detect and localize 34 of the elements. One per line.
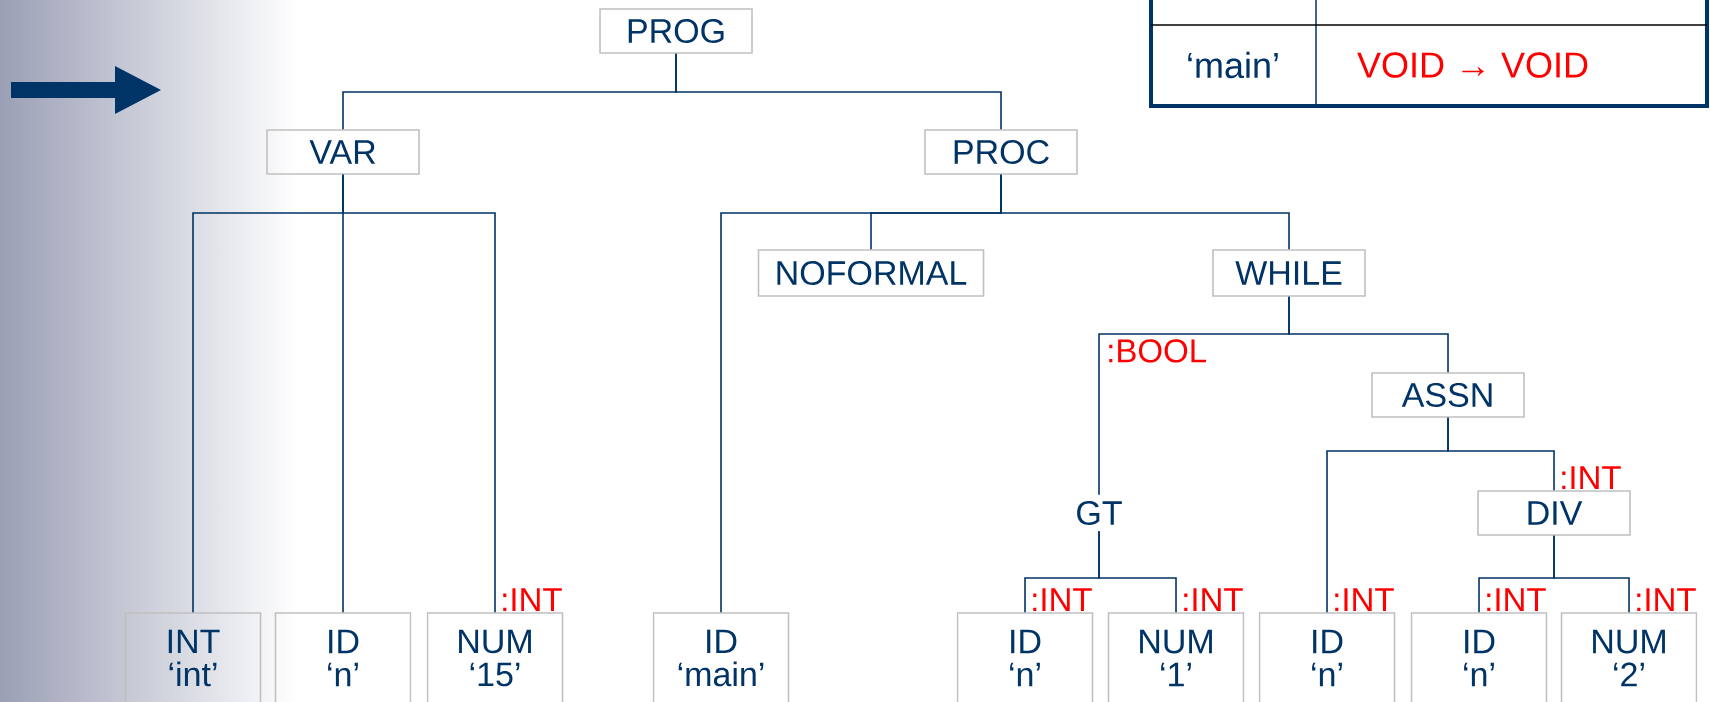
tree-node-box: PROC xyxy=(924,129,1078,175)
tree-connector xyxy=(1000,174,1290,250)
tree-node-box: ID ‘main’ xyxy=(652,612,790,702)
tree-node-box: DIV xyxy=(1477,490,1631,536)
edge-label: :INT xyxy=(1180,587,1245,612)
tree-node-box: INT ‘int’ xyxy=(124,612,262,702)
tree-connector xyxy=(342,174,496,613)
tree-node-box: ID ‘n’ xyxy=(274,612,412,702)
edge-label: :BOOL xyxy=(1105,338,1209,364)
tree-node-box: ID ‘n’ xyxy=(956,612,1094,702)
tree-connector xyxy=(1098,530,1177,613)
tree-node-box: NUM ‘1’ xyxy=(1107,612,1245,702)
table-cell: ‘main’ xyxy=(1188,51,1278,79)
edge-label: :INT xyxy=(1483,587,1548,612)
tree-node-box: NUM ‘2’ xyxy=(1560,612,1698,702)
tree-connector xyxy=(1288,296,1449,373)
tree-node-label: GT xyxy=(1077,500,1122,526)
tree-node-box: NUM ‘15’ xyxy=(426,612,564,702)
tree-connector xyxy=(1447,417,1555,491)
tree-connector xyxy=(675,53,1002,130)
edge-label: :INT xyxy=(1558,465,1623,490)
edge-label: :INT xyxy=(499,587,564,612)
tree-node-box: VAR xyxy=(266,129,420,175)
tree-connector xyxy=(1553,535,1630,613)
edge-label: :INT xyxy=(1029,587,1094,612)
tree-node-box: ID ‘n’ xyxy=(1258,612,1396,702)
tree-node-box: PROG xyxy=(599,8,753,54)
edge-label: :INT xyxy=(1331,587,1396,612)
table-cell: VOID → VOID xyxy=(1357,52,1588,78)
tree-node-box: WHILE xyxy=(1212,249,1366,297)
edge-label: :INT xyxy=(1633,587,1698,612)
tree-node-box: ASSN xyxy=(1371,372,1525,418)
tree-node-box: NOFORMAL xyxy=(757,249,985,297)
tree-node-box: ID ‘n’ xyxy=(1410,612,1548,702)
